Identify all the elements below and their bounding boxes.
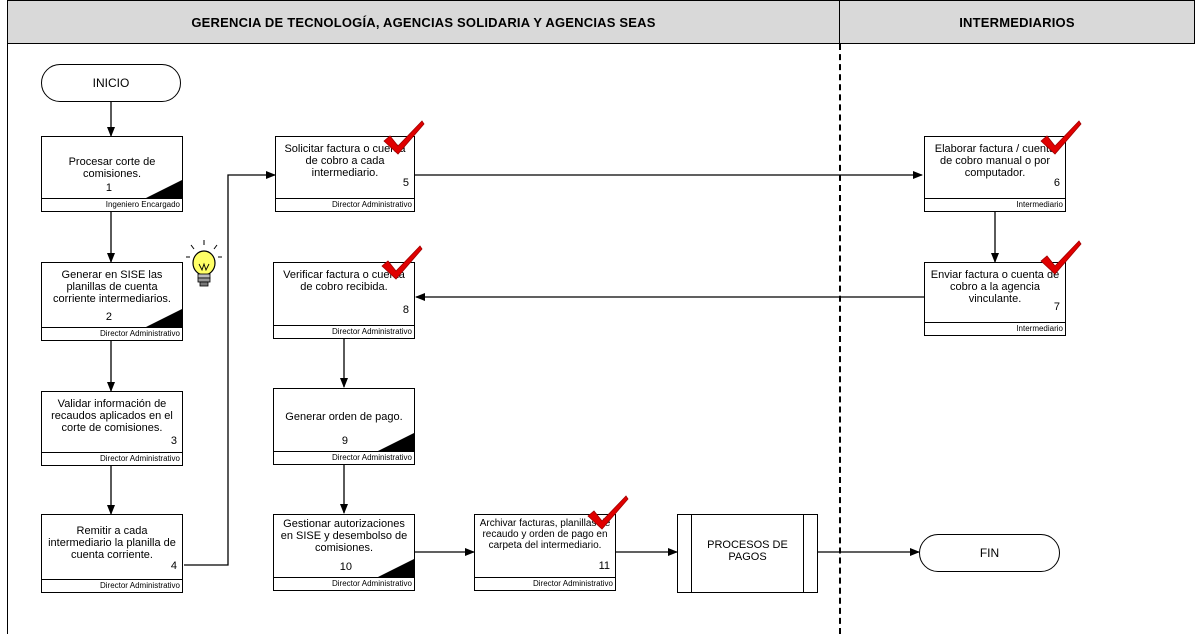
check-icon bbox=[1040, 240, 1082, 275]
check-icon bbox=[587, 495, 629, 530]
process-bar-right bbox=[803, 515, 804, 592]
task-role: Director Administrativo bbox=[274, 325, 414, 338]
task-number: 1 bbox=[105, 182, 112, 194]
arrow-4-5 bbox=[184, 171, 276, 566]
lane-header-gerencia: GERENCIA DE TECNOLOGÍA, AGENCIAS SOLIDAR… bbox=[7, 0, 840, 44]
subprocess-marker bbox=[378, 433, 414, 451]
task-role: Intermediario bbox=[925, 198, 1065, 211]
task-text: Remitir a cada intermediario la planilla… bbox=[48, 525, 176, 561]
check-icon bbox=[381, 245, 423, 280]
task-number: 7 bbox=[1053, 301, 1060, 313]
task-text: Enviar factura o cuenta de cobro a la ag… bbox=[930, 269, 1060, 305]
task-text: Procesar corte de comisiones. bbox=[68, 156, 156, 180]
check-icon bbox=[383, 120, 425, 155]
task-number: 6 bbox=[1053, 177, 1060, 189]
predefined-process-pagos: PROCESOS DE PAGOS bbox=[677, 514, 818, 593]
task-2: Generar en SISE las planillas de cuenta … bbox=[41, 262, 183, 341]
task-role: Director Administrativo bbox=[475, 577, 615, 590]
task-role: Director Administrativo bbox=[42, 579, 182, 592]
task-text: Verificar factura o cuenta de cobro reci… bbox=[283, 269, 405, 293]
task-9: Generar orden de pago. 9 Director Admini… bbox=[273, 388, 415, 465]
task-text: Elaborar factura / cuenta de cobro manua… bbox=[934, 143, 1056, 179]
task-1: Procesar corte de comisiones. 1 Ingenier… bbox=[41, 136, 183, 212]
subprocess-marker bbox=[146, 180, 182, 198]
lightbulb-icon bbox=[186, 240, 222, 287]
lane-separator bbox=[839, 44, 841, 634]
end-label: FIN bbox=[979, 546, 1000, 560]
task-role: Intermediario bbox=[925, 322, 1065, 335]
lane-header-intermediarios: INTERMEDIARIOS bbox=[839, 0, 1195, 44]
task-number: 3 bbox=[170, 435, 177, 447]
lane-title-gerencia: GERENCIA DE TECNOLOGÍA, AGENCIAS SOLIDAR… bbox=[191, 14, 656, 30]
end-terminal: FIN bbox=[919, 534, 1060, 572]
task-number: 9 bbox=[341, 435, 348, 447]
task-role: Ingeniero Encargado bbox=[42, 198, 182, 211]
task-number: 10 bbox=[339, 561, 352, 573]
task-text: Generar orden de pago. bbox=[285, 411, 403, 423]
task-text: Validar información de recaudos aplicado… bbox=[51, 398, 173, 434]
start-terminal: INICIO bbox=[41, 64, 181, 102]
task-4: Remitir a cada intermediario la planilla… bbox=[41, 514, 183, 593]
task-10: Gestionar autorizaciones en SISE y desem… bbox=[273, 514, 415, 591]
process-label: PROCESOS DE PAGOS bbox=[707, 539, 788, 563]
task-6: Elaborar factura / cuenta de cobro manua… bbox=[924, 136, 1066, 212]
task-7: Enviar factura o cuenta de cobro a la ag… bbox=[924, 262, 1066, 336]
task-text: Archivar facturas, planillas de recaudo … bbox=[479, 518, 611, 551]
task-number: 5 bbox=[402, 177, 409, 189]
task-3: Validar información de recaudos aplicado… bbox=[41, 391, 183, 466]
task-number: 2 bbox=[105, 311, 112, 323]
task-11: Archivar facturas, planillas de recaudo … bbox=[474, 514, 616, 591]
subprocess-marker bbox=[146, 309, 182, 327]
task-text: Generar en SISE las planillas de cuenta … bbox=[53, 269, 171, 305]
task-role: Director Administrativo bbox=[274, 451, 414, 464]
task-role: Director Administrativo bbox=[276, 198, 414, 211]
task-role: Director Administrativo bbox=[42, 452, 182, 465]
task-number: 4 bbox=[170, 560, 177, 572]
task-5: Solicitar factura o cuenta de cobro a ca… bbox=[275, 136, 415, 212]
start-label: INICIO bbox=[92, 76, 130, 90]
process-bar-left bbox=[691, 515, 692, 592]
frame-left-border bbox=[7, 44, 8, 634]
task-number: 11 bbox=[598, 560, 610, 572]
task-role: Director Administrativo bbox=[42, 327, 182, 340]
task-role: Director Administrativo bbox=[274, 577, 414, 590]
check-icon bbox=[1040, 120, 1082, 155]
task-text: Gestionar autorizaciones en SISE y desem… bbox=[280, 518, 408, 554]
lane-title-intermediarios: INTERMEDIARIOS bbox=[959, 14, 1075, 30]
task-text: Solicitar factura o cuenta de cobro a ca… bbox=[284, 143, 406, 179]
subprocess-marker bbox=[378, 559, 414, 577]
task-number: 8 bbox=[402, 304, 409, 316]
